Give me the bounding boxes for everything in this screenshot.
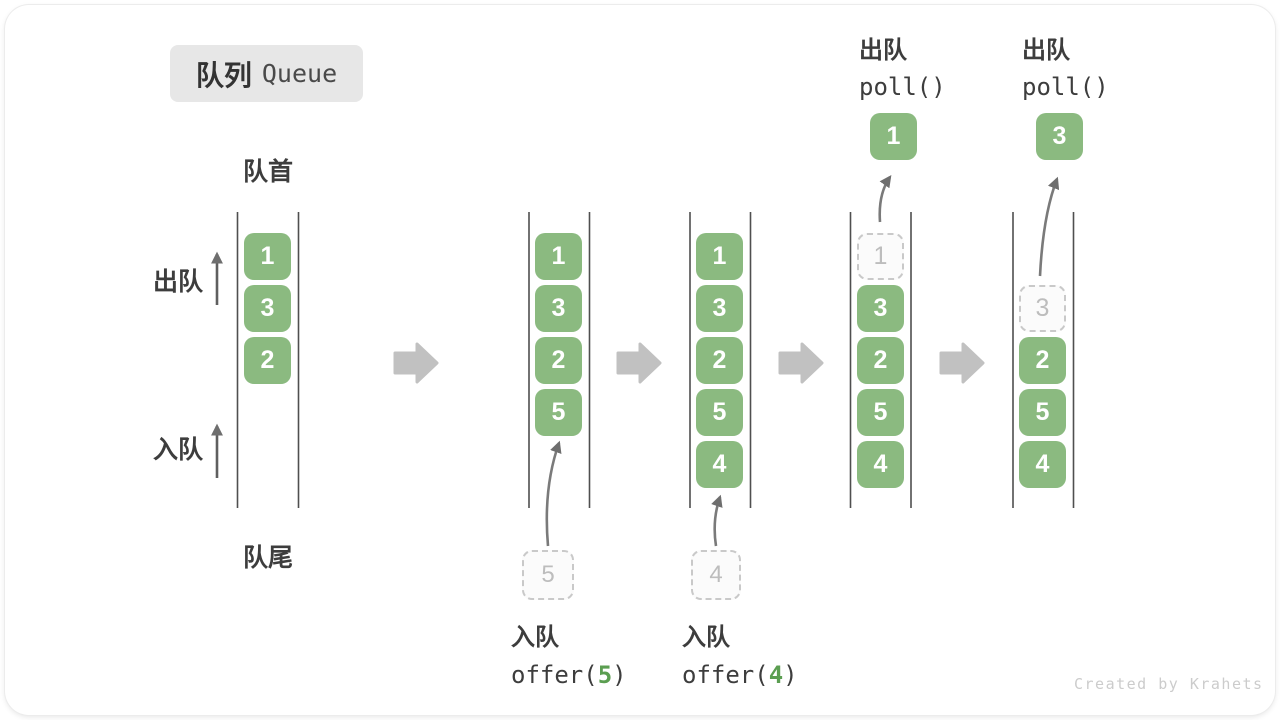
queue-cell: 5 [535,389,582,436]
polled-value-cell: 1 [870,113,917,160]
offer-caption-2: 入队 offer(4) [682,617,798,689]
poll-caption-code: poll() [859,73,946,101]
queue-cell: 5 [857,389,904,436]
queue-head-label: 队首 [242,158,293,186]
queue-cell: 4 [696,441,743,488]
queue-cell: 1 [244,233,291,280]
queue-cell: 1 [696,233,743,280]
incoming-value-cell: 4 [691,550,741,600]
poll-caption-2: 出队 poll() [1022,30,1109,101]
title-zh: 队列 [195,59,252,91]
offer-caption-zh: 入队 [511,624,559,651]
queue-cell: 5 [1019,389,1066,436]
poll-1-arrow-icon [878,175,892,223]
transition-arrow-icon [939,342,985,384]
poll-caption-zh: 出队 [1022,37,1070,64]
queue-tail-label: 队尾 [242,544,293,572]
dequeued-ghost-cell: 1 [857,233,904,280]
queue-cell: 3 [696,285,743,332]
title-box: 队列 Queue [170,45,363,102]
offer-caption-1: 入队 offer(5) [511,617,627,689]
enqueue-5-arrow-icon [545,440,562,547]
code-text: ) [612,661,627,689]
poll-caption-zh: 出队 [859,37,907,64]
queue-cell: 2 [857,337,904,384]
enqueue-4-arrow-icon [711,494,723,547]
dequeue-side-label: 出队 [153,268,204,296]
queue-cell: 1 [535,233,582,280]
poll-caption-code: poll() [1022,73,1109,101]
watermark: Created by Krahets [1074,675,1264,693]
transition-arrow-icon [393,342,439,384]
queue-cell: 2 [244,337,291,384]
code-text: ) [783,661,798,689]
offer-caption-code: offer(5) [511,661,627,689]
code-text: offer( [511,661,598,689]
queue-cell: 5 [696,389,743,436]
poll-caption-1: 出队 poll() [859,30,946,101]
code-text: offer( [682,661,769,689]
queue-cell: 2 [1019,337,1066,384]
queue-cell: 4 [857,441,904,488]
queue-walls [236,212,1075,508]
dequeued-ghost-cell: 3 [1019,285,1066,332]
queue-cell: 3 [244,285,291,332]
transition-arrow-icon [778,342,824,384]
queue-cell: 2 [535,337,582,384]
title-en: Queue [261,59,338,88]
incoming-value-cell: 5 [522,550,574,600]
transition-arrow-icon [616,342,662,384]
queue-cell: 3 [857,285,904,332]
code-arg: 5 [597,661,613,689]
poll-3-arrow-icon [1038,176,1060,277]
enqueue-side-label: 入队 [153,436,204,464]
polled-value-cell: 3 [1036,113,1083,160]
queue-cell: 2 [696,337,743,384]
queue-cell: 3 [535,285,582,332]
offer-caption-zh: 入队 [682,624,730,651]
offer-caption-code: offer(4) [682,661,798,689]
queue-cell: 4 [1019,441,1066,488]
code-arg: 4 [768,661,784,689]
